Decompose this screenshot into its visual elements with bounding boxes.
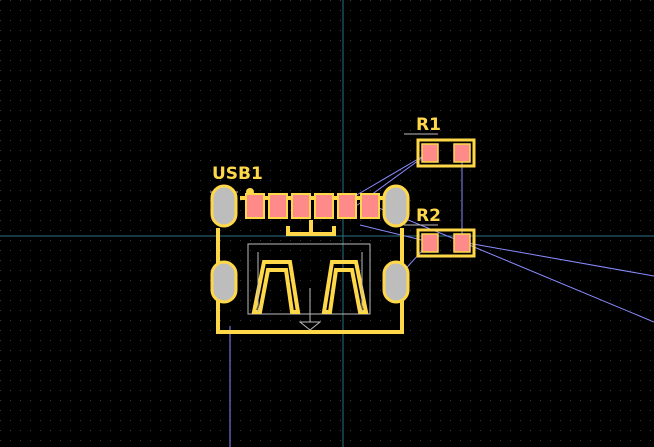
r1-ref-label: R1 bbox=[416, 115, 441, 135]
r1-pad-1 bbox=[421, 143, 439, 163]
usb1-shield-pads bbox=[210, 184, 410, 304]
usb1-connector-body bbox=[251, 260, 369, 314]
r1-silkscreen bbox=[416, 138, 476, 168]
usb1-footprint[interactable]: USB1 bbox=[210, 164, 410, 334]
r1-footprint[interactable]: R1 bbox=[404, 115, 476, 168]
r2-pad-2 bbox=[453, 233, 471, 253]
r2-footprint[interactable]: R2 bbox=[404, 206, 476, 258]
r2-ref-label: R2 bbox=[416, 206, 441, 226]
usb1-ref-label: USB1 bbox=[212, 164, 263, 184]
usb1-inner-lines bbox=[257, 252, 363, 312]
r1-pad-2 bbox=[453, 143, 471, 163]
r2-silkscreen bbox=[416, 228, 476, 258]
usb1-signal-pads bbox=[245, 193, 380, 219]
r2-pad-1 bbox=[421, 233, 439, 253]
